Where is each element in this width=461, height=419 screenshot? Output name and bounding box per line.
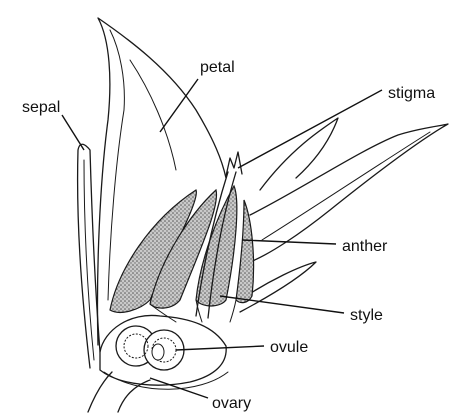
- leader-ovule: [176, 346, 264, 350]
- sepal-shape: [78, 144, 100, 368]
- ovary-shape: [100, 315, 228, 389]
- stem: [88, 372, 150, 412]
- leader-sepal: [62, 115, 84, 150]
- label-stigma: stigma: [388, 85, 435, 102]
- label-sepal: sepal: [22, 99, 60, 116]
- label-anther: anther: [342, 238, 388, 255]
- label-ovary: ovary: [212, 395, 251, 412]
- anthers: [110, 186, 254, 312]
- label-ovule: ovule: [270, 339, 308, 356]
- label-style: style: [350, 307, 383, 324]
- leader-ovary: [150, 378, 208, 398]
- right-petals: [240, 118, 448, 312]
- leader-stigma: [238, 90, 382, 168]
- leader-style: [220, 296, 344, 313]
- label-petal: petal: [200, 59, 235, 76]
